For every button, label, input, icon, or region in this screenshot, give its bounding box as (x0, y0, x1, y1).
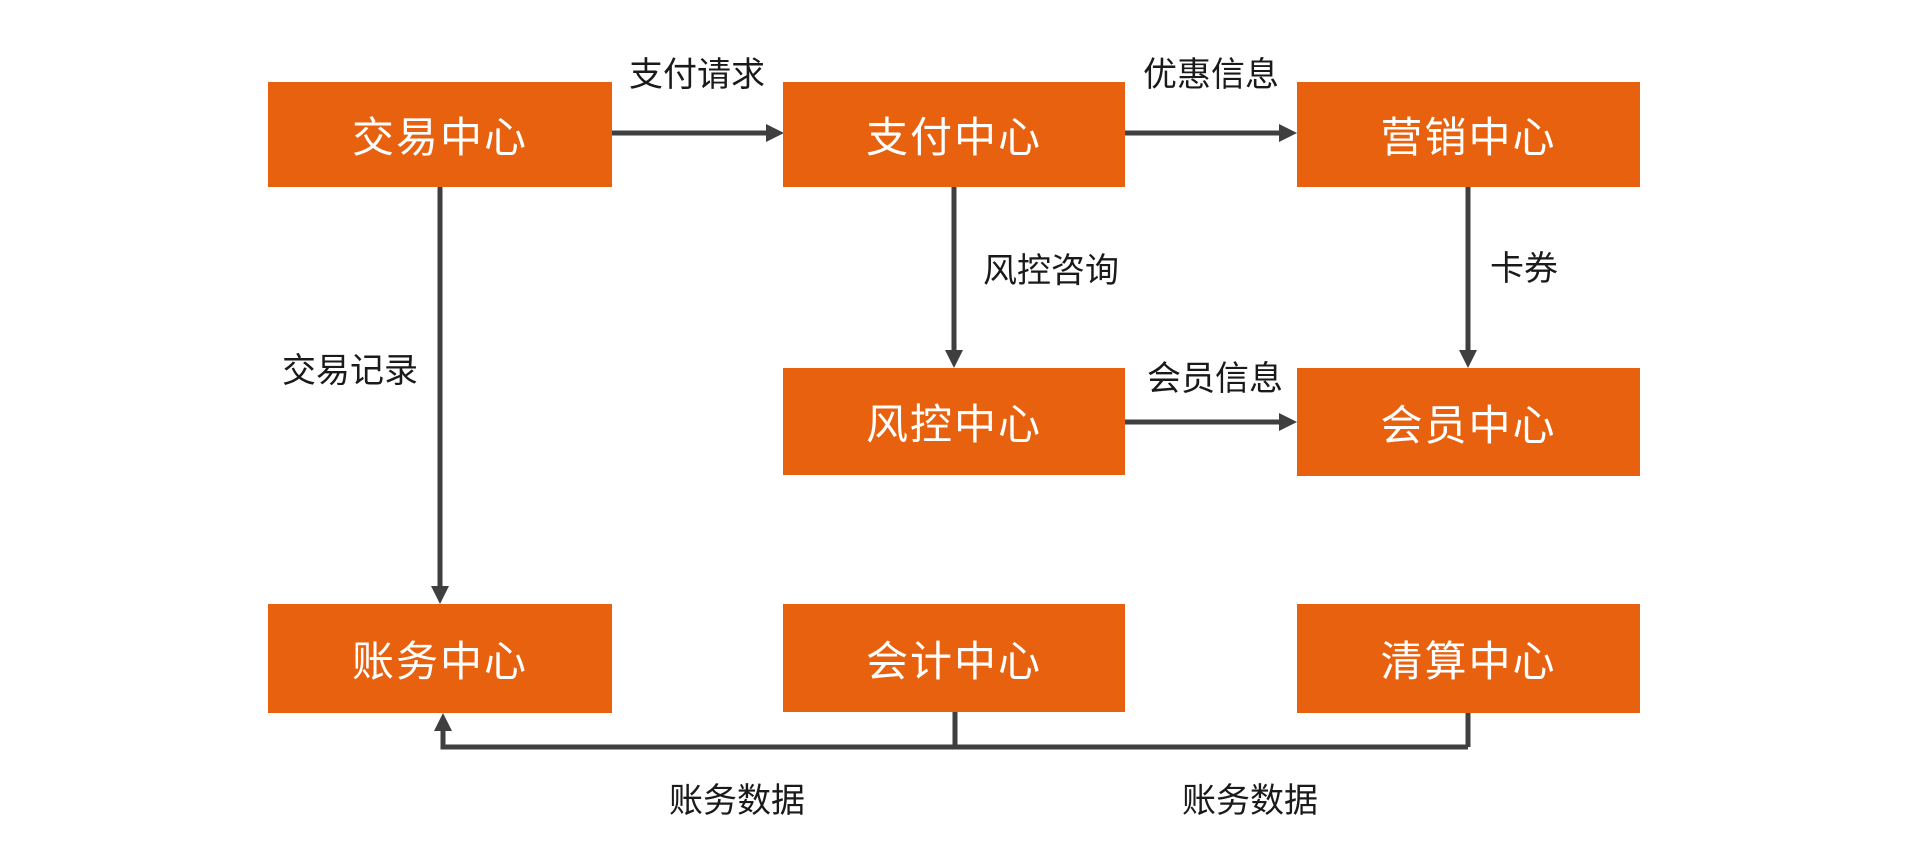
edge-label-member-info: 会员信息 (1147, 360, 1283, 398)
edge-label-coupon: 卡券 (1490, 250, 1558, 288)
node-clearing-center: 清算中心 (1297, 604, 1640, 713)
node-marketing-center: 营销中心 (1297, 82, 1640, 187)
edge-label-billing-data-left: 账务数据 (669, 782, 805, 820)
arrow-trade-to-billing (431, 187, 449, 604)
node-trade-center: 交易中心 (268, 82, 612, 187)
node-risk-center: 风控中心 (783, 368, 1125, 475)
arrow-payment-to-marketing (1125, 124, 1297, 142)
node-billing-center: 账务中心 (268, 604, 612, 713)
edge-label-discount-info: 优惠信息 (1143, 56, 1279, 94)
arrow-trade-to-payment (612, 124, 784, 142)
arrow-marketing-to-member (1459, 187, 1477, 368)
arrow-accounting-clearing-to-billing (434, 712, 1471, 750)
edge-label-payment-request: 支付请求 (629, 56, 765, 94)
edge-label-billing-data-right: 账务数据 (1182, 782, 1318, 820)
node-member-center: 会员中心 (1297, 368, 1640, 476)
arrow-risk-to-member (1125, 413, 1297, 431)
edge-label-risk-consult: 风控咨询 (983, 252, 1119, 290)
node-accounting-center: 会计中心 (783, 604, 1125, 712)
edge-label-trade-record: 交易记录 (282, 352, 418, 390)
arrow-payment-to-risk (945, 187, 963, 368)
node-payment-center: 支付中心 (783, 82, 1125, 187)
